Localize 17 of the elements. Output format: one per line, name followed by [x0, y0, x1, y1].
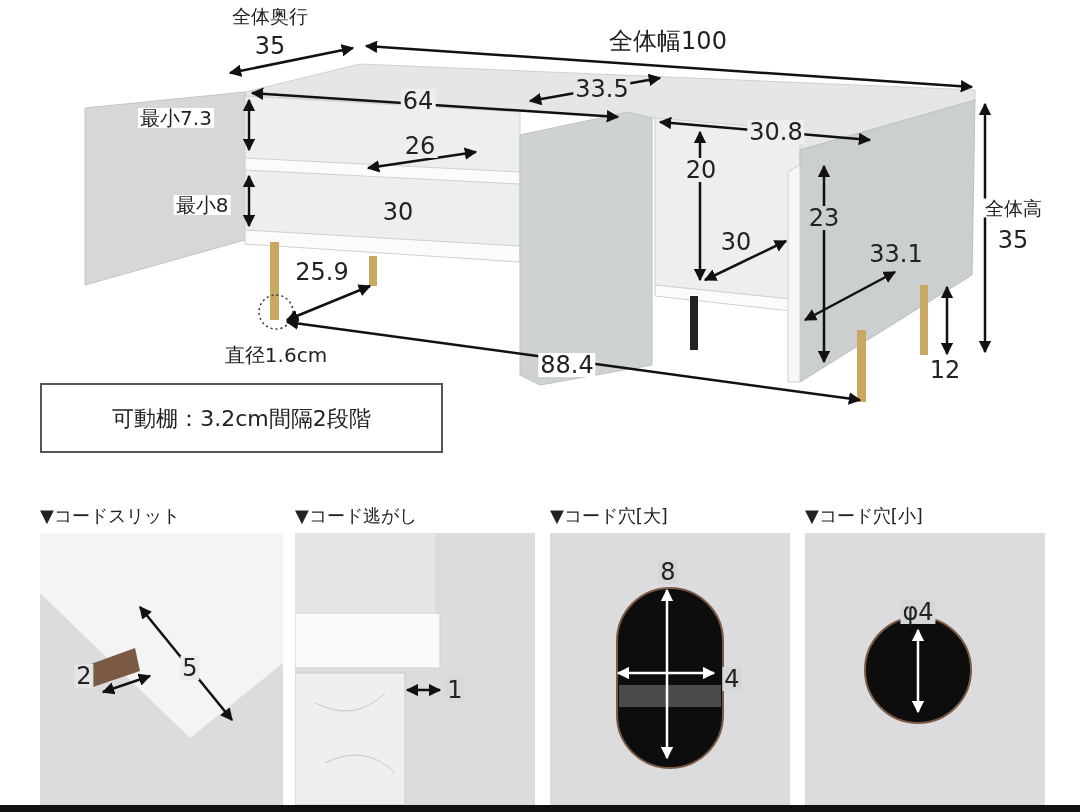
dimension-label: 30.8	[747, 120, 805, 144]
dimension-label: 5	[180, 656, 200, 680]
dimension-label: 88.4	[538, 353, 596, 377]
dimension-label: 全体奥行	[230, 6, 310, 26]
dimension-label: 全体高	[982, 198, 1044, 218]
dimension-label: 最小7.3	[138, 108, 214, 128]
dimension-label: 4	[722, 667, 742, 691]
dimension-label: 8	[658, 560, 678, 584]
note-box: 可動棚：3.2cm間隔2段階	[40, 383, 443, 453]
panel-heading: ▼コード逃がし	[295, 504, 418, 528]
dimension-label: 全体幅100	[607, 29, 729, 53]
dimension-label: φ4	[900, 600, 936, 624]
dimension-label: 2	[74, 664, 94, 688]
panel-heading: ▼コードスリット	[40, 504, 181, 528]
dimension-label: 最小8	[173, 195, 231, 215]
panel-heading: ▼コード穴[大]	[550, 504, 669, 528]
panel-heading: ▼コード穴[小]	[805, 504, 924, 528]
